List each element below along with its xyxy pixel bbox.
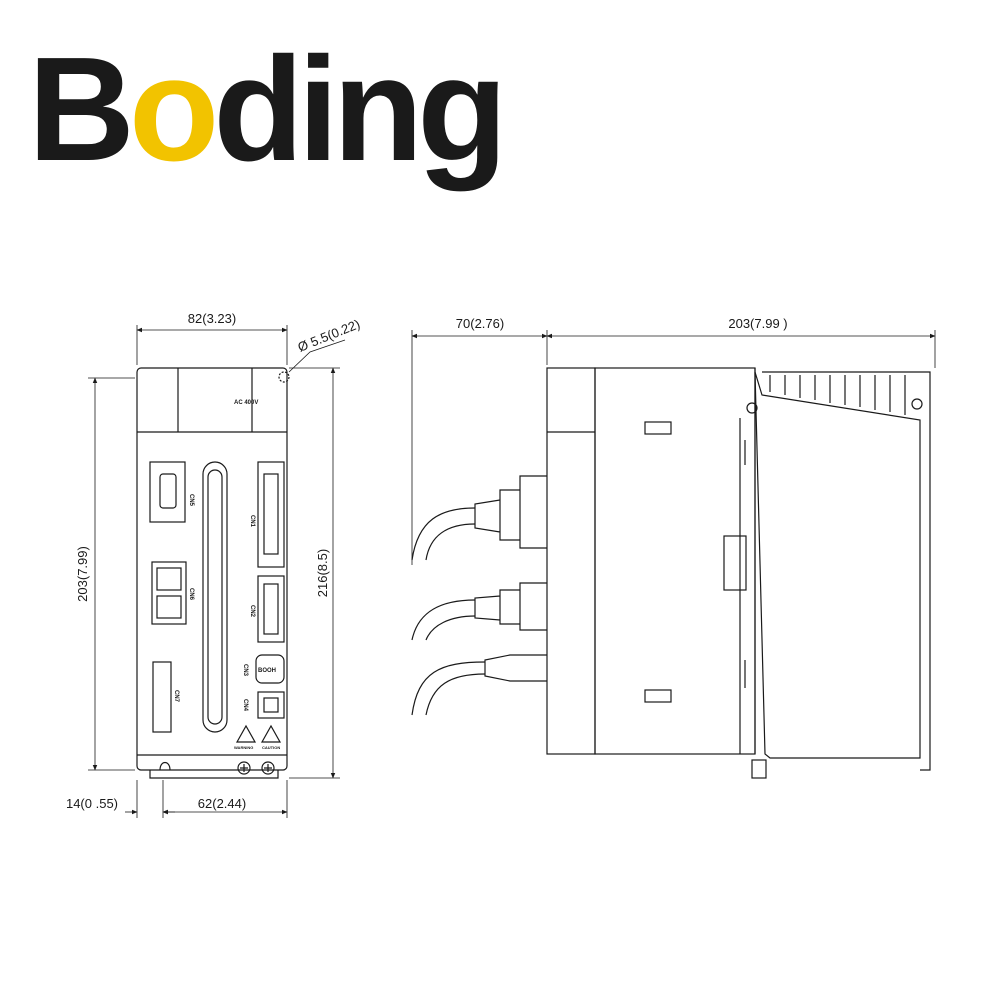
caution-triangle xyxy=(260,724,282,743)
cable-1 xyxy=(519,475,547,549)
dim-cable-depth: 70(2.76) xyxy=(456,316,504,331)
label-model: AC 400V xyxy=(234,400,258,406)
side-dimension-lines xyxy=(411,330,936,565)
label-caution: CAUTION xyxy=(262,745,280,750)
cn1-port xyxy=(257,461,285,568)
cn3-port xyxy=(255,654,285,684)
label-boot: BOOH xyxy=(258,668,276,674)
front-base xyxy=(137,754,287,779)
side-heatsink xyxy=(754,371,921,759)
label-cn3: CN3 xyxy=(242,664,248,677)
side-rail xyxy=(739,368,756,754)
label-cn4: CN4 xyxy=(242,699,248,712)
dim-front-height-right: 216(8.5) xyxy=(315,549,330,597)
front-slot xyxy=(202,461,228,733)
mount-hole xyxy=(278,371,290,383)
warning-triangle xyxy=(235,724,257,743)
logo-letters-ding: ding xyxy=(213,27,507,192)
ground-screw-1 xyxy=(237,761,251,775)
cn2-port xyxy=(257,575,285,643)
cn4-port xyxy=(257,691,285,719)
logo-letter-b: B xyxy=(28,27,135,192)
boding-logo: Boding xyxy=(28,30,588,190)
label-cn5: CN5 xyxy=(188,494,194,507)
cn5-port xyxy=(149,461,186,523)
cable-2 xyxy=(519,582,547,631)
label-warning: WARNING xyxy=(234,745,253,750)
logo-letter-o-accent: o xyxy=(128,27,219,192)
dim-side-depth: 203(7.99 ) xyxy=(728,316,787,331)
ground-screw-2 xyxy=(261,761,275,775)
label-cn1: CN1 xyxy=(249,515,255,528)
logo-wordmark: Boding xyxy=(28,27,508,192)
cn7-port xyxy=(152,661,172,733)
side-front-block xyxy=(546,367,596,755)
label-cn6: CN6 xyxy=(188,588,194,601)
dim-hole: Ø 5.5(0.22) xyxy=(296,316,363,355)
label-cn2: CN2 xyxy=(249,605,255,618)
front-body xyxy=(136,367,288,771)
dim-front-width: 82(3.23) xyxy=(188,311,236,326)
dim-bottom-mid: 62(2.44) xyxy=(198,796,246,811)
label-cn7: CN7 xyxy=(173,690,179,703)
front-dimension-lines xyxy=(88,325,346,818)
cn6-port xyxy=(151,561,187,625)
cable-3 xyxy=(484,654,547,682)
dim-front-height-left: 203(7.99) xyxy=(75,546,90,602)
side-view xyxy=(411,367,931,779)
front-view xyxy=(136,367,290,779)
dim-bottom-left: 14(0 .55) xyxy=(66,796,118,811)
side-main-body xyxy=(594,367,756,755)
